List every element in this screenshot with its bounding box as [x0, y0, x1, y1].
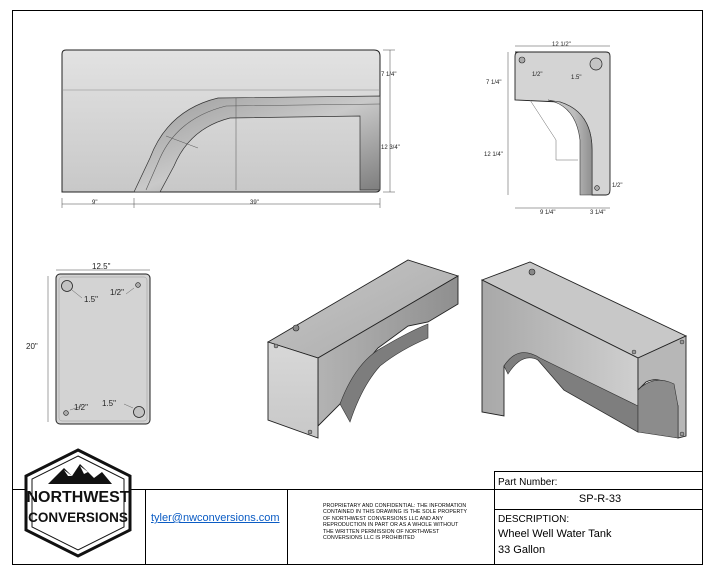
front-dim-total: 39" [250, 200, 259, 206]
confidentiality-notice: PROPRIETARY AND CONFIDENTIAL: THE INFORM… [323, 503, 468, 542]
top-dim-width: 12.5" [92, 262, 111, 271]
top-dim-height: 20" [26, 342, 38, 351]
contact-email-link[interactable]: tyler@nwconversions.com [151, 512, 280, 524]
title-block-pn-top [494, 471, 703, 472]
top-hole-bl: 1/2" [74, 403, 88, 412]
side-dim-top: 12 1/2" [552, 42, 571, 48]
title-block-divider-mid [287, 489, 288, 565]
top-hole-tr: 1/2" [110, 288, 124, 297]
title-block-pn-bottom [494, 509, 703, 510]
part-number-value: SP-R-33 [578, 493, 622, 505]
title-block-divider-left [145, 489, 146, 565]
description-line-2: 33 Gallon [498, 544, 546, 556]
iso-view-right [480, 261, 688, 439]
logo-text-line2: CONVERSIONS [28, 510, 128, 525]
side-hole-left: 1/2" [532, 72, 543, 78]
side-dim-left-top: 7 1/4" [486, 80, 502, 86]
top-hole-br: 1.5" [102, 399, 116, 408]
top-view [47, 269, 151, 425]
title-block-top-line [12, 489, 703, 490]
iso-view-left [266, 259, 460, 439]
logo-text-line1: NORTHWEST [26, 489, 129, 506]
top-hole-tl: 1.5" [84, 295, 98, 304]
front-view [61, 49, 395, 208]
side-hole-right: 1.5" [571, 75, 582, 81]
side-dim-bottom-right: 3 1/4" [590, 210, 606, 216]
side-dim-bottom-left: 9 1/4" [540, 210, 556, 216]
northwest-conversions-logo: NORTHWEST CONVERSIONS [24, 448, 132, 558]
side-dim-left: 12 1/4" [484, 152, 503, 158]
front-dim-top: 7 1/4" [381, 72, 397, 78]
drawing-border [12, 10, 703, 565]
side-view [507, 45, 611, 209]
description-line-1: Wheel Well Water Tank [498, 528, 612, 540]
part-number-label: Part Number: [498, 477, 558, 488]
side-hole-bottom: 1/2" [612, 183, 623, 189]
front-dim-right: 12 3/4" [381, 145, 400, 151]
description-label: DESCRIPTION: [498, 514, 570, 525]
front-dim-left: 9" [92, 200, 98, 206]
title-block-divider-right [494, 471, 495, 565]
